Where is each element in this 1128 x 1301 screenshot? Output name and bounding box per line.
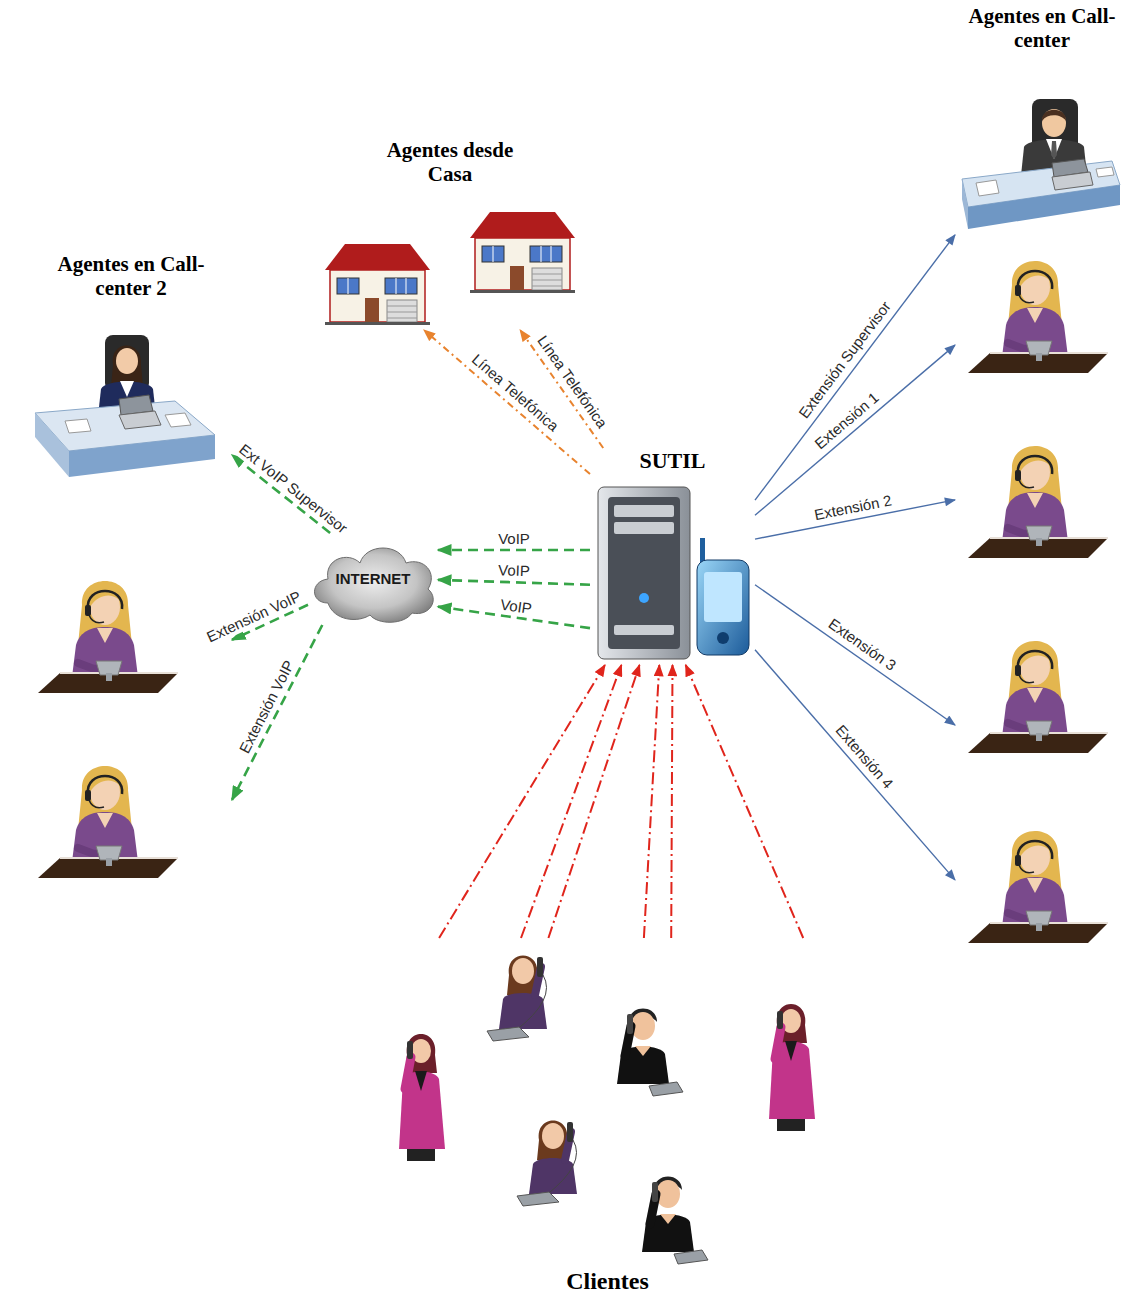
supervisor-figure bbox=[69, 435, 215, 477]
supervisor-figure bbox=[1042, 110, 1066, 121]
edge-label: Extensión VoIP bbox=[235, 656, 298, 758]
phone-icon bbox=[704, 572, 742, 622]
connector bbox=[671, 665, 672, 938]
agent-group: Agentes desde Casa bbox=[320, 138, 580, 330]
connector bbox=[755, 345, 955, 515]
group-heading: Agentes en Call-center bbox=[958, 4, 1126, 52]
group-heading: Clientes bbox=[566, 1268, 649, 1296]
connector bbox=[686, 665, 804, 938]
internet-cloud: INTERNET bbox=[308, 533, 438, 625]
supervisor-figure bbox=[1046, 139, 1062, 159]
connector bbox=[755, 235, 955, 500]
edge-label: Ext VoIP Supervisor bbox=[234, 440, 352, 538]
server-node: SUTIL bbox=[590, 448, 755, 665]
group-heading: Agentes en Call-center 2 bbox=[36, 252, 226, 300]
edge-label: Extensión 2 bbox=[811, 492, 895, 524]
connector bbox=[232, 625, 322, 800]
supervisor-figure bbox=[65, 419, 91, 433]
client-figure bbox=[642, 1177, 708, 1265]
supervisor-figure bbox=[1052, 172, 1093, 190]
supervisor-figure bbox=[165, 413, 191, 427]
server-label: SUTIL bbox=[639, 448, 705, 473]
server-icon bbox=[598, 487, 690, 659]
supervisor-figure bbox=[1042, 109, 1066, 137]
phone-icon bbox=[697, 560, 749, 655]
connector bbox=[755, 585, 955, 725]
supervisor-figure bbox=[962, 179, 968, 229]
server-icon bbox=[639, 593, 649, 603]
connector bbox=[644, 665, 659, 938]
client-figure bbox=[487, 956, 547, 1042]
group-heading: Agentes desde Casa bbox=[375, 138, 525, 186]
edge-label: Extensión 3 bbox=[823, 615, 900, 676]
server-icon bbox=[598, 487, 690, 659]
agent-figure bbox=[968, 261, 1108, 373]
client-figure bbox=[617, 1009, 683, 1097]
client-group: Clientes bbox=[380, 938, 835, 1298]
supervisor-figure bbox=[35, 335, 215, 477]
supervisor-figure bbox=[35, 413, 69, 477]
supervisor-figure bbox=[1051, 141, 1057, 159]
edge-label: Extensión VoIP bbox=[202, 587, 305, 646]
connector bbox=[424, 330, 590, 474]
phone-icon bbox=[697, 538, 749, 655]
supervisor-figure bbox=[1096, 167, 1114, 177]
connector bbox=[438, 580, 590, 585]
supervisor-figure bbox=[120, 381, 134, 397]
supervisor-figure bbox=[976, 180, 999, 196]
server-icon bbox=[608, 497, 680, 649]
agent-figure bbox=[968, 831, 1108, 943]
connector bbox=[520, 330, 603, 448]
edge-label: VoIP bbox=[496, 562, 532, 580]
supervisor-figure bbox=[962, 99, 1120, 229]
connector bbox=[755, 650, 955, 880]
connector bbox=[521, 665, 621, 938]
client-figure bbox=[517, 1121, 577, 1207]
agent-figure bbox=[38, 766, 178, 878]
agent-figure bbox=[38, 581, 178, 693]
server-icon bbox=[614, 625, 674, 635]
agent-group: Agentes en Call-center 2 bbox=[8, 252, 232, 892]
supervisor-figure bbox=[116, 348, 138, 374]
supervisor-figure bbox=[111, 346, 143, 388]
house-icon bbox=[325, 244, 430, 325]
agent-group: Agentes en Call-center bbox=[955, 4, 1128, 954]
client-figure bbox=[399, 1034, 445, 1161]
connector bbox=[438, 549, 590, 552]
agent-figure bbox=[968, 446, 1108, 558]
edge-label: Extensión 4 bbox=[831, 720, 898, 793]
connector bbox=[439, 665, 605, 938]
phone-icon bbox=[717, 632, 729, 644]
edge-label: VoIP bbox=[496, 531, 532, 548]
agent-figure bbox=[968, 641, 1108, 753]
cloud-shape bbox=[315, 548, 434, 622]
cloud-label: INTERNET bbox=[336, 570, 411, 587]
client-figure bbox=[769, 1004, 815, 1131]
connector bbox=[548, 665, 639, 938]
edge-label: VoIP bbox=[497, 596, 535, 617]
house-icon bbox=[470, 212, 575, 293]
server-icon bbox=[614, 505, 674, 517]
connector bbox=[232, 455, 330, 533]
supervisor-figure bbox=[119, 411, 161, 429]
server-icon bbox=[614, 522, 674, 534]
